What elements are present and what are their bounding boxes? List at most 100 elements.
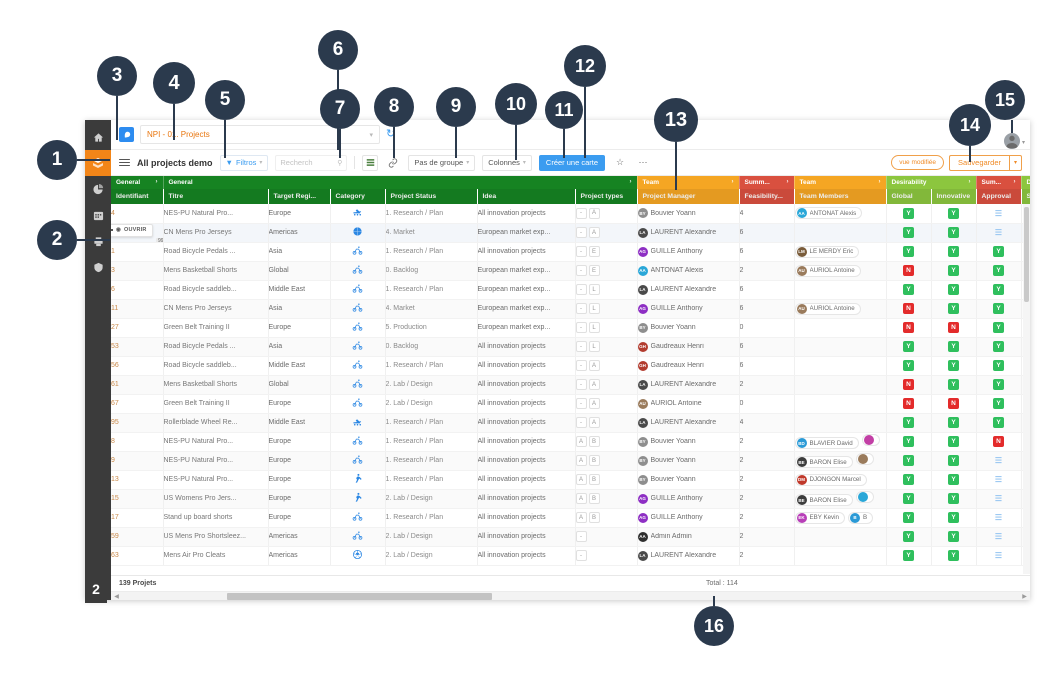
column-group-header[interactable]: General› <box>111 176 164 189</box>
rail-item-analytics[interactable] <box>85 176 111 202</box>
horizontal-scrollbar-thumb[interactable] <box>227 592 492 600</box>
link-icon[interactable] <box>385 155 401 171</box>
rail-item-projects[interactable] <box>85 150 111 176</box>
table-view-icon[interactable] <box>362 154 379 171</box>
horizontal-scroll-track[interactable] <box>122 592 1019 600</box>
search-input[interactable]: Recherch ⚲ <box>275 154 348 171</box>
column-header[interactable]: Project Status <box>385 189 478 204</box>
refresh-icon[interactable]: ↻ <box>386 128 396 140</box>
column-header[interactable]: Feasibility... <box>739 189 795 204</box>
column-header[interactable]: Category <box>330 189 386 204</box>
avatar: AA <box>637 531 648 542</box>
group-by-button[interactable]: Pas de groupe ▾ <box>408 154 476 171</box>
columns-button[interactable]: Colonnes ▾ <box>482 154 532 171</box>
ellipsis-icon[interactable]: ⋯ <box>638 157 648 167</box>
column-header[interactable]: Approval <box>976 189 1022 204</box>
column-header[interactable]: Project Manager <box>637 189 740 204</box>
team-member-chip[interactable] <box>855 490 874 503</box>
column-header[interactable]: Global <box>886 189 932 204</box>
avatar: LA <box>637 379 648 390</box>
scroll-right-arrow-icon[interactable]: ▶ <box>1022 593 1027 600</box>
column-header[interactable]: Target Regi... <box>268 189 331 204</box>
rail-item-home[interactable] <box>85 124 111 150</box>
column-header[interactable]: Innovative <box>931 189 977 204</box>
rail-item-print[interactable] <box>85 228 111 254</box>
open-row-button[interactable]: ◉OUVRIR <box>111 223 153 237</box>
cell-feasibility: 6 <box>739 242 795 262</box>
column-group-header[interactable]: Team› <box>794 176 887 189</box>
column-header[interactable]: Team Members <box>794 189 887 204</box>
horizontal-scrollbar[interactable]: ◀ ▶ <box>111 591 1030 600</box>
vertical-scrollbar[interactable] <box>1023 204 1030 574</box>
team-member-chip[interactable] <box>861 433 880 446</box>
rocket-icon[interactable] <box>119 127 134 142</box>
cell-titre: NES-PU Natural Pro... <box>163 432 269 452</box>
column-header[interactable]: Idea <box>477 189 576 204</box>
save-dropdown-caret-icon[interactable]: ▾ <box>1009 154 1022 171</box>
cell-project-status: 2. Lab / Design <box>385 375 478 395</box>
cell-team-members <box>794 527 887 547</box>
rail-item-security[interactable] <box>85 254 111 280</box>
vertical-scrollbar-thumb[interactable] <box>1024 207 1029 302</box>
team-member-chip[interactable] <box>855 452 874 465</box>
column-header[interactable]: Identifiant <box>111 189 164 204</box>
cell-category <box>330 413 386 433</box>
rail-item-calendar[interactable] <box>85 202 111 228</box>
avatar: LM <box>796 246 807 257</box>
scroll-left-arrow-icon[interactable]: ◀ <box>114 593 119 600</box>
callout-leader-line <box>455 127 457 158</box>
star-icon[interactable]: ☆ <box>615 157 625 167</box>
cell-feasibility: 0 <box>739 394 795 414</box>
user-menu-caret-icon[interactable]: ▾ <box>1022 140 1026 146</box>
column-header[interactable]: Project types <box>575 189 638 204</box>
menu-icon[interactable] <box>119 158 130 167</box>
column-header[interactable]: Titre <box>163 189 269 204</box>
column-group-header[interactable]: Sum...› <box>976 176 1022 189</box>
column-group-header[interactable]: Team› <box>637 176 740 189</box>
column-header[interactable]: Strategic ↓ <box>1021 189 1030 204</box>
filters-button[interactable]: ▼ Filtros ▾ <box>219 154 269 171</box>
app-selector-dropdown[interactable]: NPI - 01. Projects ▾ <box>140 125 380 144</box>
column-group-header[interactable]: Desirability› <box>886 176 977 189</box>
grid-scroll-area[interactable]: General›General›Team›Summ...›Team›Desira… <box>111 176 1030 575</box>
cell-target-region: Global <box>268 375 331 395</box>
avatar[interactable] <box>1004 133 1020 149</box>
column-group-header[interactable]: General› <box>163 176 638 189</box>
create-card-button[interactable]: Créer une carte <box>538 154 606 171</box>
status-badge-yes: Y <box>903 455 914 466</box>
column-group-header[interactable]: Desirability› <box>1021 176 1030 189</box>
save-button[interactable]: Sauvegarder <box>949 154 1009 171</box>
column-group-header[interactable]: Summ...› <box>739 176 795 189</box>
drag-handle-icon[interactable] <box>111 229 113 231</box>
